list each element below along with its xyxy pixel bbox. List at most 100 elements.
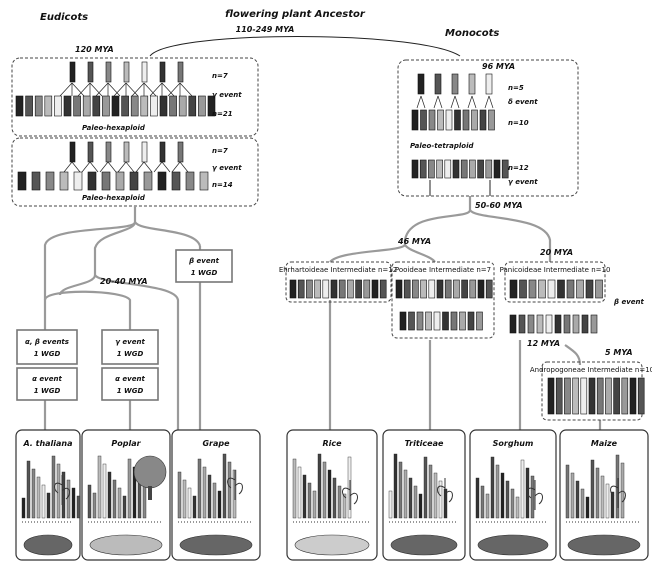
chromosome-bar (88, 172, 96, 190)
chromosome-bar (70, 62, 75, 82)
chromosome-bar (622, 378, 628, 414)
chromosome-bar (339, 280, 345, 298)
eudicots-label: Eudicots (40, 12, 88, 23)
chromosome-bar (577, 280, 584, 298)
karyotype-bar (481, 486, 484, 518)
karyotype-bar (506, 481, 509, 518)
chromosome-bar (446, 110, 452, 130)
chromosome-bar (189, 96, 196, 116)
ehrhartoideae-label: Ehrhartoideae Intermediate n=12 (279, 266, 397, 274)
chromosome-bar (179, 96, 186, 116)
chromosome-bar (122, 96, 129, 116)
chromosome-bar (380, 280, 386, 298)
chromosome-bar (35, 96, 42, 116)
chromosome-bar (106, 142, 111, 162)
chromosome-bar (170, 96, 177, 116)
svg-text:1 WGD: 1 WGD (191, 269, 218, 277)
karyotype-bar (123, 496, 126, 518)
triplication-link (150, 83, 174, 96)
chromosome-bar (529, 280, 536, 298)
karyotype-bar (476, 478, 479, 518)
karyotype-bar (586, 497, 589, 518)
chromosome-bar (142, 142, 147, 162)
triplication-link (168, 83, 192, 96)
chromosome-bar (477, 312, 483, 330)
svg-text:α event: α event (115, 375, 145, 383)
karyotype-bar (601, 476, 604, 518)
chromosome-bar (160, 96, 167, 116)
root-branch (150, 37, 460, 57)
karyotype-bar (414, 486, 417, 518)
chromosome-bar (581, 378, 587, 414)
chromosome-bar (46, 172, 54, 190)
triplication-link (96, 83, 120, 96)
karyotype-bar (501, 473, 504, 518)
chromosome-bar (158, 172, 166, 190)
chromosome-bar (434, 312, 440, 330)
chromosome-bar (596, 280, 603, 298)
chromosome-bar (519, 315, 525, 333)
chromosome-bar (462, 280, 468, 298)
svg-text:γ event: γ event (115, 338, 145, 346)
chromosome-bar (400, 312, 406, 330)
chromosome-bar (404, 280, 410, 298)
chromosome-bar (453, 160, 459, 178)
eudicot-box2-top-chromosomes (64, 142, 188, 172)
chromosome-bar (347, 280, 353, 298)
karyotype-bar (57, 464, 60, 518)
chromosome-bar (469, 160, 475, 178)
karyotype-bar (511, 489, 514, 518)
seed-pile-icon (295, 535, 369, 555)
karyotype-bar (576, 481, 579, 518)
chromosome-bar (150, 96, 157, 116)
karyotype-bar (293, 459, 296, 518)
karyotype-bar (143, 483, 146, 518)
chromosome-bar (178, 142, 183, 162)
monocot-n2: n=10 (508, 119, 529, 127)
chromosome-bar (74, 172, 82, 190)
beta-event-label: β event (613, 298, 644, 306)
chromosome-bar (573, 378, 579, 414)
svg-text:1 WGD: 1 WGD (34, 350, 61, 358)
chromosome-bar (546, 315, 552, 333)
chromosome-bar (486, 280, 492, 298)
chromosome-bar (298, 280, 304, 298)
karyotype-bar (596, 468, 599, 518)
eudicot-event2: γ event (212, 164, 242, 172)
species-card: Sorghum (470, 430, 556, 560)
karyotype-bar (67, 480, 70, 518)
chromosome-bar (537, 315, 543, 333)
chromosome-bar (614, 378, 620, 414)
chromosome-bar (142, 62, 147, 82)
karyotype-bar (72, 488, 75, 518)
chromosome-bar (172, 172, 180, 190)
karyotype-bar (128, 459, 131, 518)
eudicot-paleo2: Paleo-hexaploid (82, 194, 146, 202)
karyotype-bar (118, 488, 121, 518)
monocot-age2: 50-60 MYA (475, 201, 523, 210)
duplication-link (172, 162, 188, 172)
karyotype-bar (399, 462, 402, 518)
karyotype-bar (22, 498, 25, 518)
karyotype-bar (496, 465, 499, 518)
pooideae-label: Pooideae Intermediate n=7 (395, 266, 491, 274)
chromosome-bar (331, 280, 337, 298)
karyotype-bar (591, 460, 594, 518)
chromosome-bar (470, 280, 476, 298)
chromosome-bar (486, 160, 492, 178)
eudicot-hexaploid-chromosomes (16, 96, 215, 116)
monocots-label: Monocots (445, 28, 499, 39)
chromosome-bar (420, 160, 426, 178)
karyotype-bar (313, 491, 316, 518)
monocot-paleo: Paleo-tetraploid (410, 142, 475, 150)
chromosome-bar (455, 110, 461, 130)
chromosome-bar (421, 110, 427, 130)
alpha-event-box-mid: α event 1 WGD (102, 368, 158, 400)
species-card: A. thaliana (16, 430, 80, 560)
monocot-age6: 5 MYA (605, 348, 633, 357)
chromosome-bar (178, 62, 183, 82)
chromosome-bar (555, 315, 561, 333)
species-cards: A. thalianaPoplarGrapeRiceTriticeaeSorgh… (16, 430, 648, 560)
eudicot-event1: γ event (212, 91, 242, 99)
chromosome-bar (372, 280, 378, 298)
